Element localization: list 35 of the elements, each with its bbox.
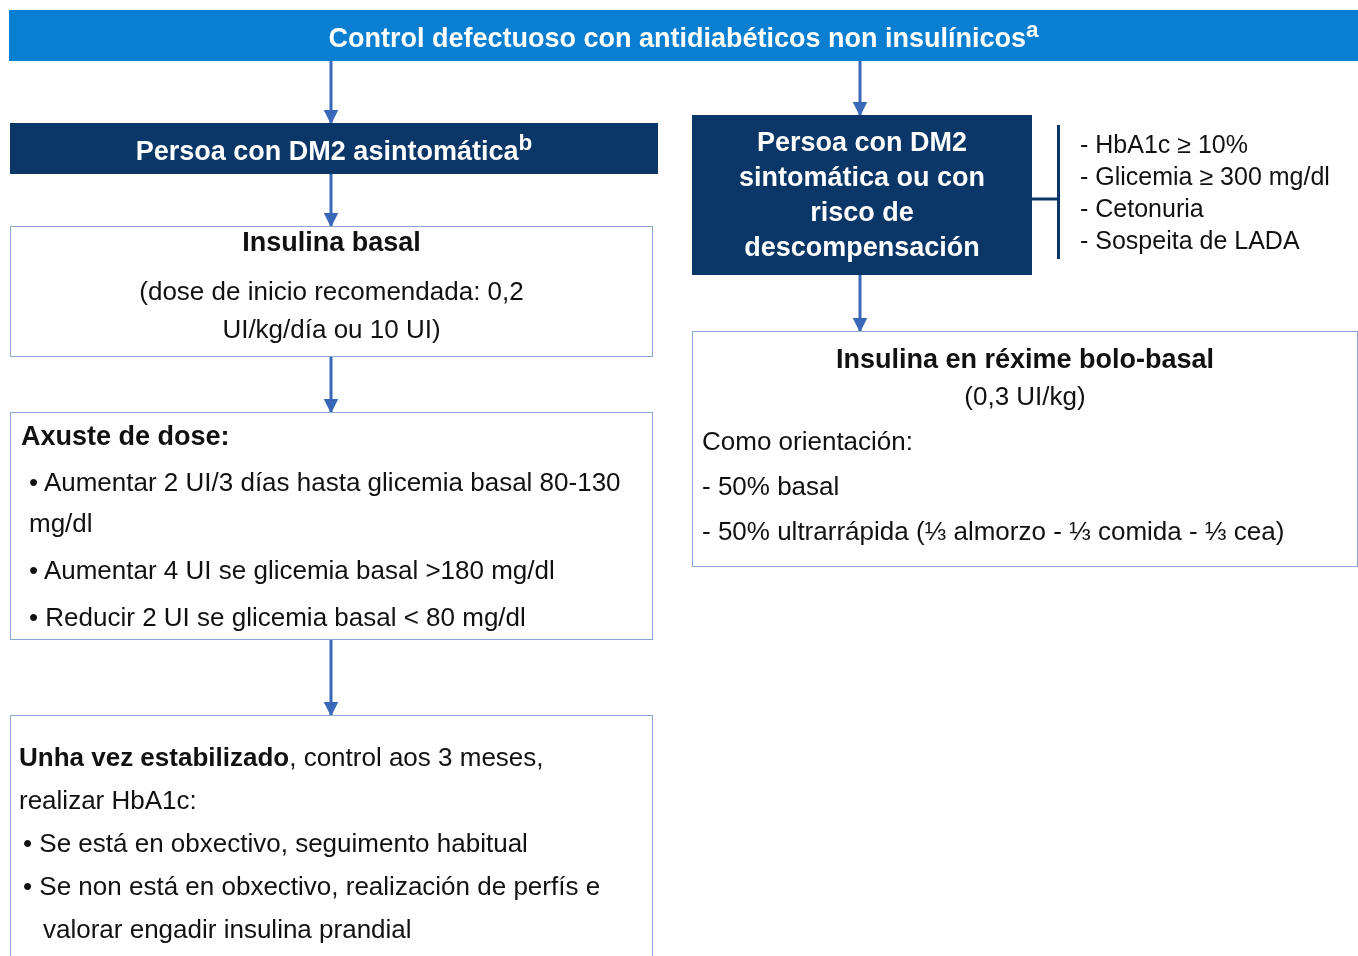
process-box bbox=[10, 226, 653, 357]
box-heading: Insulina basal bbox=[241, 227, 422, 258]
arrow bbox=[323, 61, 339, 125]
arrow bbox=[323, 640, 339, 717]
arrow bbox=[323, 174, 339, 228]
list-item: - HbA1c ≥ 10% bbox=[1080, 129, 1249, 160]
banner-box bbox=[9, 10, 1358, 61]
list-item: - Cetonuria bbox=[1080, 193, 1205, 224]
box-heading: Insulina en réxime bolo-basal bbox=[834, 344, 1216, 375]
box-text: (0,3 UI/kg) bbox=[963, 381, 1087, 412]
box-text: Unha vez estabilizado, control aos 3 meses, realizar HbA1c: bbox=[19, 741, 545, 817]
process-box bbox=[10, 123, 658, 174]
process-box bbox=[692, 115, 1032, 275]
box-heading: Persoa con DM2 sintomática ou con risco de descompensación bbox=[737, 126, 986, 264]
list-item: • Aumentar 2 UI/3 días hasta glicemia basal 80-130 mg/dl bbox=[29, 466, 622, 540]
process-box bbox=[10, 715, 653, 956]
list-item: - 50% basal bbox=[702, 471, 841, 502]
arrow bbox=[852, 61, 868, 117]
arrow bbox=[323, 357, 339, 414]
list-item: • Se está en obxectivo, seguimento habitual bbox=[23, 827, 529, 860]
list-item: • Se non está en obxectivo, realización de perfís e valorar engadir insulina prandial bbox=[23, 870, 602, 946]
box-heading: Axuste de dose: bbox=[21, 421, 231, 452]
list-item: • Reducir 2 UI se glicemia basal < 80 mg/dl bbox=[29, 601, 527, 634]
process-box bbox=[10, 412, 653, 640]
box-text: (dose de inicio recomendada: 0,2 UI/kg/día ou 10 UI) bbox=[138, 275, 525, 346]
box-heading: Persoa con DM2 asintomática$^{b}$ bbox=[134, 130, 534, 167]
process-box bbox=[692, 331, 1358, 567]
list-item: • Aumentar 4 UI se glicemia basal >180 mg/dl bbox=[29, 554, 556, 587]
list-item: - Sospeita de LADA bbox=[1080, 225, 1301, 256]
box-text: Como orientación: bbox=[702, 426, 914, 457]
arrow bbox=[852, 275, 868, 333]
list-item: - Glicemia ≥ 300 mg/dl bbox=[1080, 161, 1331, 192]
banner-title: Control defectuoso con antidiabéticos non insulínicos$^{a}$ bbox=[327, 17, 1040, 54]
list-item: - 50% ultrarrápida (⅓ almorzo - ⅓ comida - ⅓ cea) bbox=[702, 516, 1286, 547]
connector-line bbox=[1032, 197, 1057, 201]
